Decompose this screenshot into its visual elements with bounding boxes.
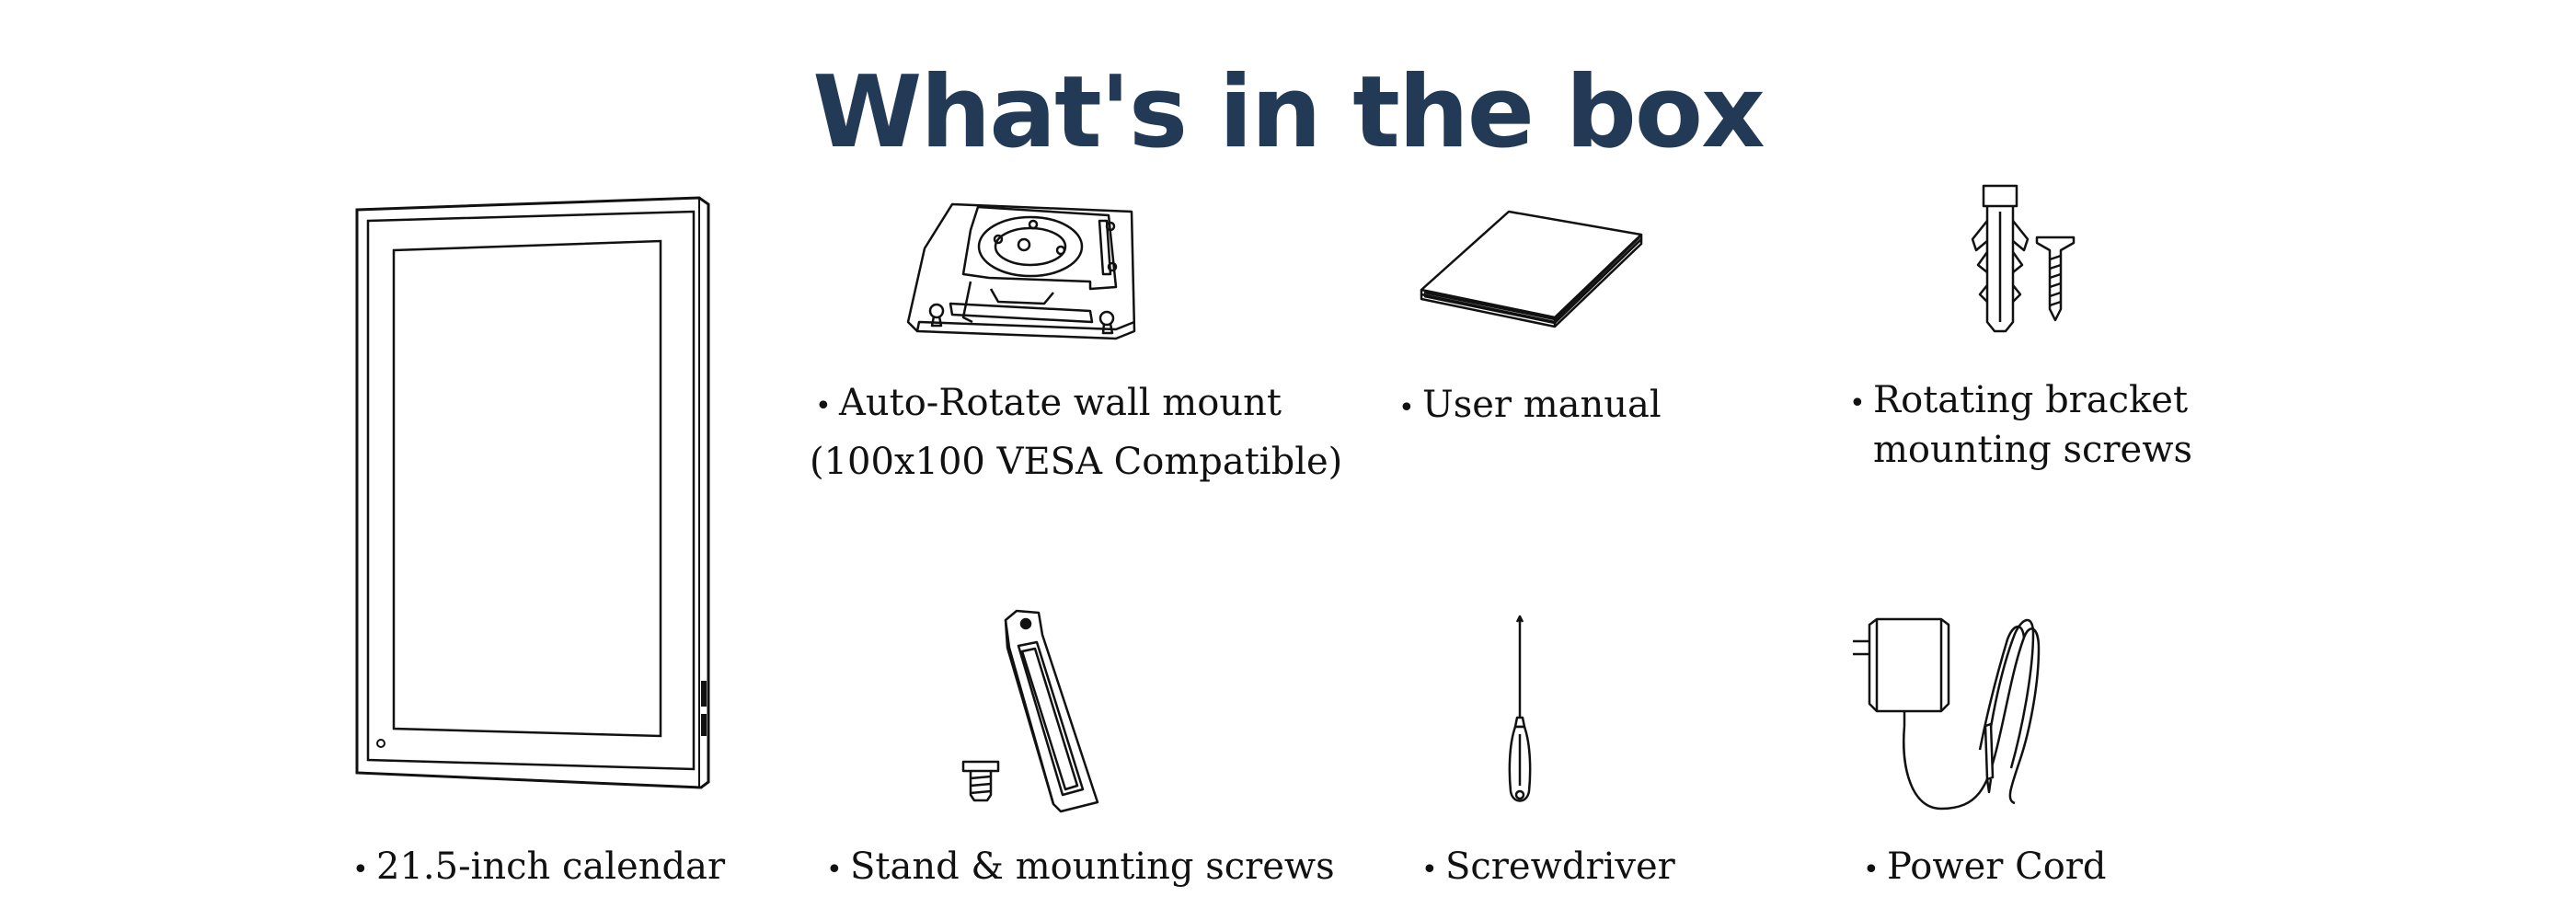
wall-mount-bracket-icon — [906, 193, 1155, 350]
calendar-display-icon — [348, 193, 716, 791]
page-title: What's in the box — [812, 55, 1765, 170]
bullet: • — [352, 854, 369, 886]
manual-label-text: User manual — [1422, 384, 1662, 426]
bullet: • — [826, 854, 843, 886]
bullet: • — [1863, 854, 1880, 886]
bracket-screws-label: • Rotating bracket mounting screws — [1849, 377, 2192, 473]
stand-label-text: Stand & mounting screws — [850, 845, 1335, 888]
bullet: • — [1398, 392, 1415, 424]
wall-mount-label: • Auto-Rotate wall mount (100x100 VESA C… — [810, 375, 1342, 489]
screwdriver-label: • Screwdriver — [1421, 839, 1675, 898]
wall-mount-label-line1: Auto-Rotate wall mount — [839, 382, 1282, 424]
manual-label: • User manual — [1398, 377, 1662, 436]
screwdriver-label-text: Screwdriver — [1445, 845, 1675, 888]
bullet: • — [1849, 387, 1866, 420]
anchor-and-screw-icon — [1960, 184, 2079, 340]
power-cord-label: • Power Cord — [1863, 839, 2107, 898]
bracket-screws-label-line2: mounting screws — [1873, 429, 2192, 471]
calendar-label: • 21.5-inch calendar — [352, 839, 725, 898]
bullet: • — [815, 390, 832, 422]
power-cord-label-text: Power Cord — [1887, 845, 2107, 888]
calendar-label-text: 21.5-inch calendar — [376, 845, 726, 888]
screwdriver-icon — [1501, 616, 1538, 810]
user-manual-icon — [1417, 207, 1647, 327]
bracket-screws-label-line1: Rotating bracket — [1873, 379, 2189, 421]
stand-and-screw-icon — [961, 607, 1109, 814]
bullet: • — [1421, 854, 1438, 886]
wall-mount-label-line2: (100x100 VESA Compatible) — [810, 441, 1343, 483]
power-adapter-icon — [1849, 612, 2042, 819]
stand-label: • Stand & mounting screws — [826, 839, 1335, 898]
